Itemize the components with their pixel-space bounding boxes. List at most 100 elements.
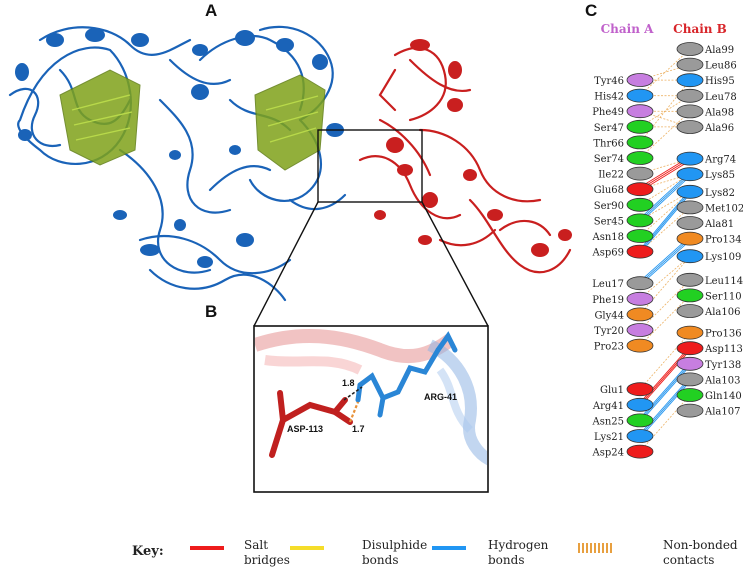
chain-b-residue-label: Lys85	[705, 170, 735, 181]
chain-b-residue-node	[676, 325, 704, 340]
chain-b-residue-label: Ala96	[704, 123, 734, 134]
chain-a-residue-label: Ser45	[594, 216, 624, 227]
distance-label-bottom: 1.7	[352, 424, 365, 434]
chain-b-residue-label: Leu86	[705, 61, 737, 72]
chain-b-residue-node	[676, 167, 704, 182]
chain-a-residue-label: Ser90	[594, 201, 624, 212]
chain-b-residue-node	[676, 288, 704, 303]
chain-a-residue-node	[626, 382, 654, 397]
chain-a-residue-label: Arg41	[592, 401, 624, 412]
chain-b-residue-label: Ala103	[704, 375, 740, 386]
chain-a-residue-label: Ser74	[594, 154, 624, 165]
bond-line	[639, 363, 691, 421]
bond-line	[639, 191, 691, 252]
chain-b-residue-label: Ala99	[704, 45, 734, 56]
chain-b-residue-node	[676, 272, 704, 287]
chain-b-residue-node	[676, 304, 704, 318]
chain-b-residue-node	[676, 151, 704, 166]
chain-b-residue-node	[676, 73, 704, 88]
chain-a-residue-label: Leu17	[592, 279, 624, 290]
chain-a-residue-node	[626, 213, 654, 228]
chain-a-residue-node	[626, 73, 654, 87]
chain-b-residue-label: Leu114	[705, 276, 743, 287]
chain-b-residue-node	[676, 200, 704, 215]
chain-a-residue-label: Asp24	[592, 448, 624, 459]
chain-a-residue-node	[626, 229, 654, 243]
chain-a-residue-label: Tyr20	[594, 326, 624, 337]
chain-b-residue-label: Lys82	[705, 188, 735, 199]
bond-line	[639, 236, 691, 282]
chain-b-residue-label: Met102	[705, 203, 743, 214]
legend-key: Key: Salt bridges Disulphide bonds Hydro…	[0, 528, 740, 574]
chain-b-residue-node	[676, 403, 704, 418]
chain-b-residue-node	[676, 104, 704, 119]
chain-a-residue-node	[626, 413, 654, 428]
contact-line	[639, 191, 691, 237]
residue-label-arg41: ARG-41	[424, 392, 458, 402]
chain-b-residue-label: Lys109	[705, 252, 741, 263]
chain-b-residue-label: Ala106	[704, 307, 740, 318]
chain-b-residue-node	[676, 388, 704, 402]
chain-a-residue-label: Phe49	[592, 107, 624, 118]
chain-b-residue-label: Ser110	[705, 291, 742, 302]
zoom-connector-right	[421, 201, 489, 327]
chain-a-residue-node	[626, 429, 654, 443]
chain-b-residue-node	[676, 216, 704, 230]
chain-b-residue-label: Ala81	[704, 219, 734, 230]
key-swatch-disulphide	[290, 546, 324, 550]
residue-label-asp113: ASP-113	[287, 424, 324, 434]
chain-b-residue-node	[676, 42, 704, 56]
chain-b-residue-label: Ala98	[704, 107, 734, 118]
bond-line	[639, 238, 691, 284]
bond-line	[639, 347, 691, 406]
chain-a-residue-node	[626, 166, 654, 181]
key-swatch-salt	[190, 546, 224, 550]
chain-a-residue-node	[626, 182, 654, 197]
chain-a-residue-label: Phe19	[592, 295, 624, 306]
bond-line	[639, 173, 691, 221]
chain-a-residue-label: Gly44	[594, 310, 624, 321]
key-swatch-hydrogen	[432, 546, 466, 550]
chain-a-residue-label: Pro23	[594, 342, 624, 353]
chain-a-residue-label: Asn18	[591, 232, 624, 243]
chain-a-residue-label: Tyr46	[594, 76, 624, 87]
chain-b-residue-label: His95	[705, 76, 735, 87]
chain-a-header: Chain A	[601, 22, 655, 36]
contact-line	[639, 173, 691, 206]
chain-a-residue-node	[626, 135, 654, 150]
chain-b-residue-node	[676, 341, 704, 356]
contact-line	[639, 255, 691, 300]
key-label-salt: Salt bridges	[244, 538, 290, 567]
panel-label-b: B	[205, 302, 218, 321]
chain-a-residue-label: Ser47	[594, 123, 624, 134]
chain-a-residue-node	[626, 323, 654, 337]
key-title: Key:	[132, 544, 164, 559]
chain-a-residue-node	[626, 397, 654, 412]
chain-a-residue-node	[626, 151, 654, 165]
bond-line	[639, 171, 691, 219]
chain-a-residue-node	[626, 444, 654, 459]
chain-b-residue-node	[676, 372, 704, 387]
bond-line	[639, 175, 691, 223]
panel-label-a: A	[205, 1, 218, 20]
chain-a-residue-label: Glu1	[600, 385, 624, 396]
zoom-region-box	[317, 129, 423, 203]
chain-a-residue-node	[626, 244, 654, 259]
chain-a-residue-node	[626, 307, 654, 322]
key-label-disulphide: Disulphide bonds	[362, 538, 428, 567]
chain-b-residue-label: Leu78	[705, 92, 737, 103]
distance-label-top: 1.8	[342, 378, 355, 388]
chain-b-residue-node	[676, 231, 704, 246]
contact-line	[639, 111, 691, 159]
chain-b-residue-label: Tyr138	[705, 360, 741, 371]
protein-structure-image	[8, 25, 572, 302]
chain-b-residue-node	[676, 88, 704, 103]
contact-line	[639, 255, 691, 315]
chain-b-residue-label: Pro136	[705, 329, 742, 340]
contact-line	[639, 48, 691, 96]
chain-a-residue-node	[626, 291, 654, 306]
chain-b-residue-node	[676, 120, 704, 134]
chain-b-residue-label: Ala107	[704, 407, 740, 418]
bond-line	[639, 240, 691, 286]
chain-b-residue-node	[676, 57, 704, 72]
